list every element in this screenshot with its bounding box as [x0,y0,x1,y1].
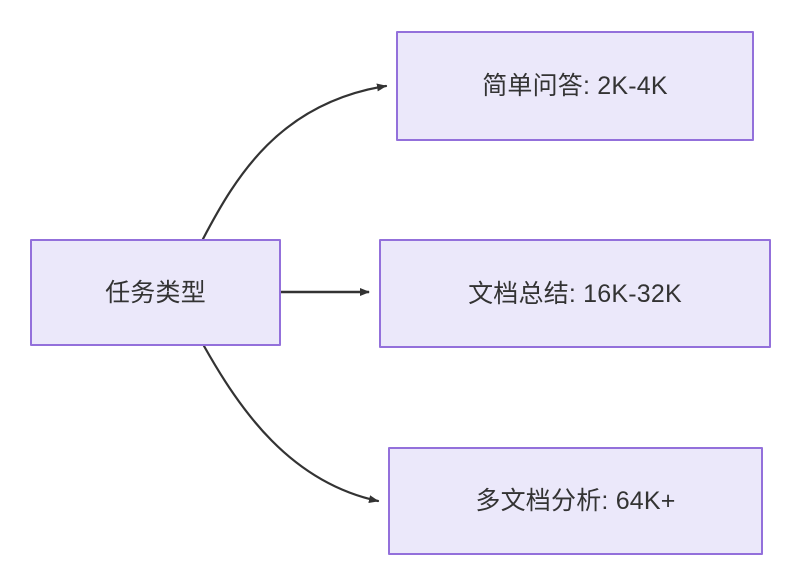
edge-root-to-simple-qa [201,83,388,241]
node-multi-document-analysis[interactable]: 多文档分析: 64K+ [388,447,763,555]
node-task-type[interactable]: 任务类型 [30,239,281,346]
node-label-multi-document-analysis: 多文档分析: 64K+ [475,487,676,515]
edge-root-to-multi-doc [202,344,380,504]
node-label-task-type: 任务类型 [105,278,206,307]
node-label-simple-qa: 简单问答: 2K-4K [482,72,668,100]
node-simple-qa[interactable]: 简单问答: 2K-4K [396,31,754,141]
node-label-document-summary: 文档总结: 16K-32K [468,279,682,308]
node-document-summary[interactable]: 文档总结: 16K-32K [379,239,771,348]
